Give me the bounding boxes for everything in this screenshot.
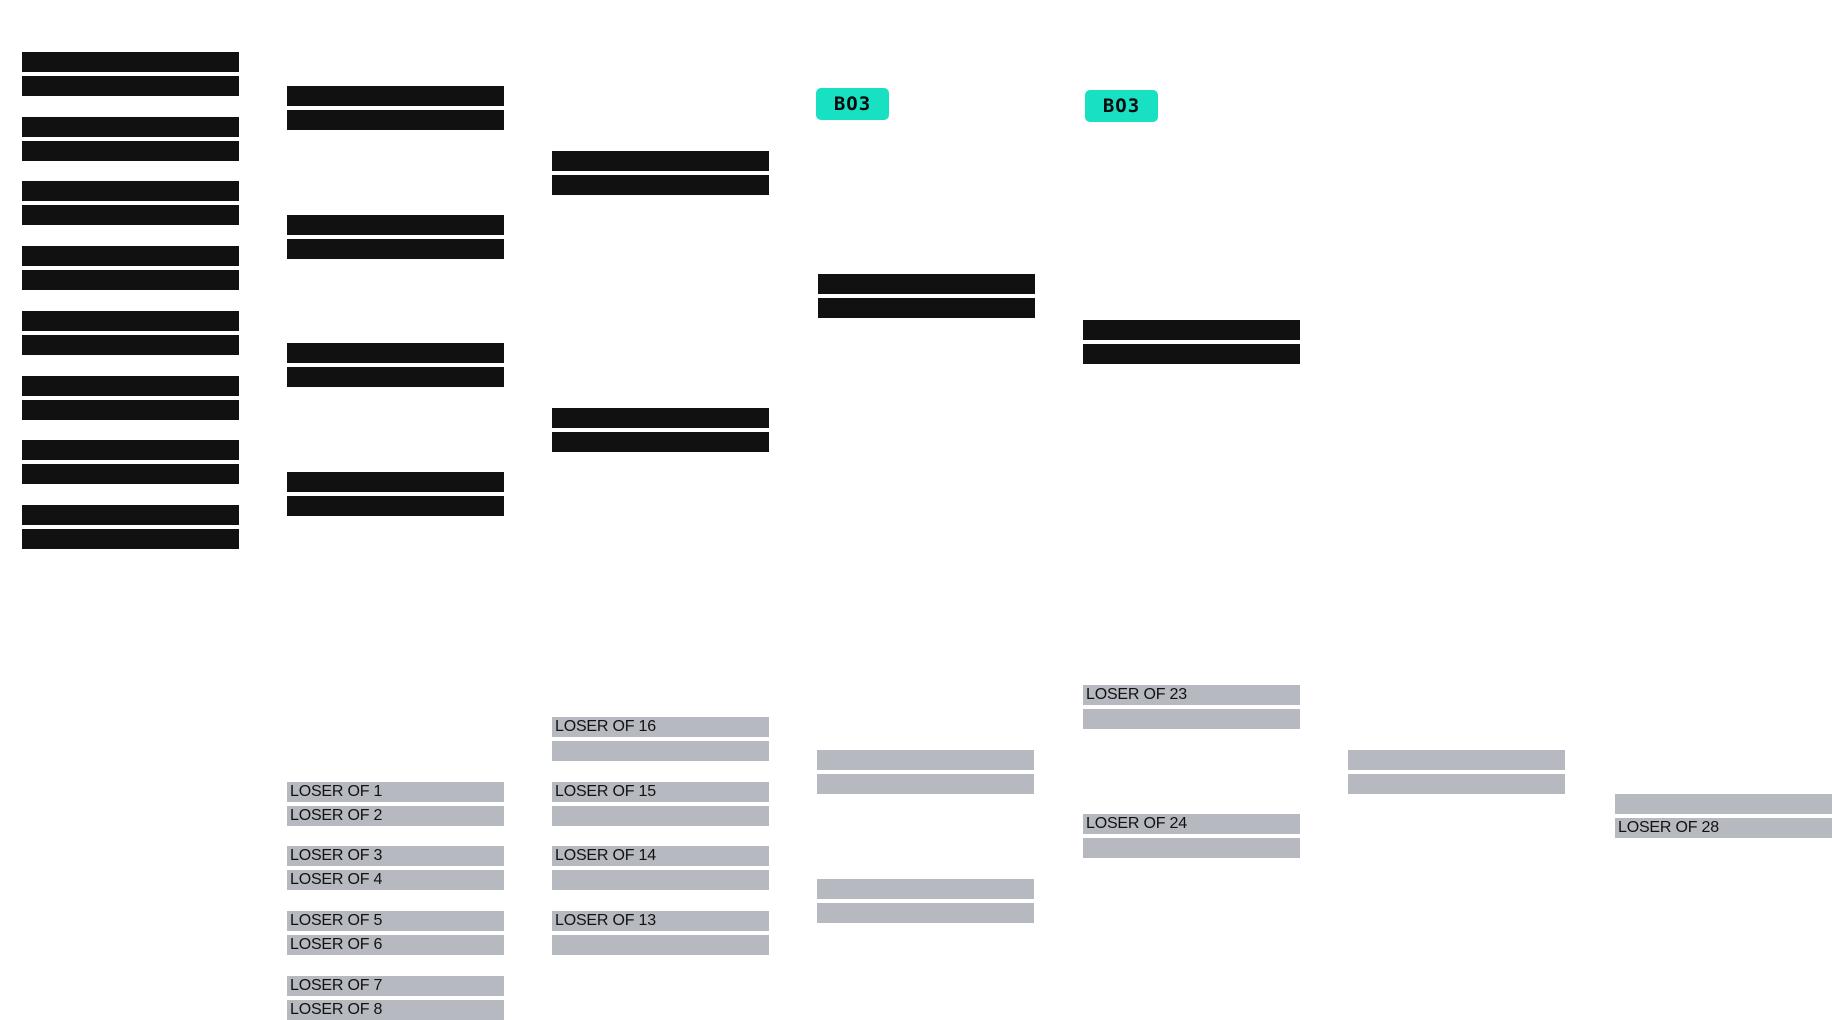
team-slot-bottom[interactable]: LOSER OF 4 (287, 870, 504, 890)
team-slot-bottom[interactable] (287, 367, 504, 387)
team-slot-bottom[interactable] (22, 529, 239, 549)
lower-r3-match-1[interactable] (817, 750, 1034, 794)
team-slot-bottom[interactable] (22, 335, 239, 355)
team-slot-top[interactable]: LOSER OF 15 (552, 782, 769, 802)
team-slot-bottom[interactable] (287, 496, 504, 516)
team-slot-bottom[interactable] (1083, 344, 1300, 364)
upper-r1-match-1[interactable] (22, 52, 239, 96)
upper-r2-match-2[interactable] (287, 215, 504, 259)
lower-r6-match-1[interactable]: LOSER OF 28 (1615, 794, 1832, 838)
team-slot-bottom[interactable]: LOSER OF 8 (287, 1000, 504, 1020)
team-slot-bottom[interactable] (552, 432, 769, 452)
upper-r1-match-8[interactable] (22, 505, 239, 549)
team-slot-top[interactable] (1348, 750, 1565, 770)
team-slot-top[interactable] (552, 151, 769, 171)
lower-r1-match-3[interactable]: LOSER OF 5 LOSER OF 6 (287, 911, 504, 955)
team-slot-bottom[interactable] (552, 175, 769, 195)
upper-r2-match-4[interactable] (287, 472, 504, 516)
team-slot-top[interactable] (287, 215, 504, 235)
team-slot-bottom[interactable] (817, 774, 1034, 794)
team-slot-bottom[interactable]: LOSER OF 28 (1615, 818, 1832, 838)
team-slot-top[interactable]: LOSER OF 3 (287, 846, 504, 866)
bo3-badge: BO3 (816, 88, 889, 120)
team-slot-top[interactable]: LOSER OF 5 (287, 911, 504, 931)
team-slot-bottom[interactable] (1348, 774, 1565, 794)
team-slot-top[interactable] (22, 246, 239, 266)
team-slot-top[interactable] (22, 52, 239, 72)
team-slot-top[interactable] (818, 274, 1035, 294)
team-slot-top[interactable] (22, 505, 239, 525)
team-slot-top[interactable]: LOSER OF 23 (1083, 685, 1300, 705)
lower-r4-match-1[interactable]: LOSER OF 23 (1083, 685, 1300, 729)
team-slot-top[interactable]: LOSER OF 1 (287, 782, 504, 802)
team-slot-bottom[interactable]: LOSER OF 2 (287, 806, 504, 826)
upper-r1-match-3[interactable] (22, 181, 239, 225)
upper-r2-match-3[interactable] (287, 343, 504, 387)
lower-r2-match-2[interactable]: LOSER OF 15 (552, 782, 769, 826)
team-slot-bottom[interactable] (22, 76, 239, 96)
team-slot-top[interactable] (552, 408, 769, 428)
team-slot-top[interactable] (22, 311, 239, 331)
upper-r3-match-2[interactable] (552, 408, 769, 452)
upper-r1-match-6[interactable] (22, 376, 239, 420)
team-slot-top[interactable]: LOSER OF 7 (287, 976, 504, 996)
upper-r2-match-1[interactable] (287, 86, 504, 130)
team-slot-bottom[interactable] (552, 806, 769, 826)
team-slot-top[interactable]: LOSER OF 13 (552, 911, 769, 931)
team-slot-top[interactable] (22, 376, 239, 396)
lower-r1-match-4[interactable]: LOSER OF 7 LOSER OF 8 (287, 976, 504, 1020)
team-slot-top[interactable]: LOSER OF 16 (552, 717, 769, 737)
team-slot-top[interactable] (1083, 320, 1300, 340)
team-slot-top[interactable]: LOSER OF 24 (1083, 814, 1300, 834)
lower-r5-match-1[interactable] (1348, 750, 1565, 794)
team-slot-bottom[interactable] (552, 935, 769, 955)
lower-r2-match-1[interactable]: LOSER OF 16 (552, 717, 769, 761)
lower-r2-match-3[interactable]: LOSER OF 14 (552, 846, 769, 890)
team-slot-top[interactable] (22, 181, 239, 201)
team-slot-bottom[interactable] (22, 270, 239, 290)
team-slot-bottom[interactable] (22, 400, 239, 420)
team-slot-top[interactable] (287, 343, 504, 363)
team-slot-top[interactable] (22, 440, 239, 460)
upper-r1-match-2[interactable] (22, 117, 239, 161)
team-slot-bottom[interactable] (552, 741, 769, 761)
team-slot-top[interactable] (22, 117, 239, 137)
team-slot-bottom[interactable] (1083, 838, 1300, 858)
team-slot-bottom[interactable] (817, 903, 1034, 923)
team-slot-top[interactable]: LOSER OF 14 (552, 846, 769, 866)
team-slot-bottom[interactable] (287, 110, 504, 130)
upper-r1-match-5[interactable] (22, 311, 239, 355)
team-slot-top[interactable] (817, 750, 1034, 770)
lower-r1-match-2[interactable]: LOSER OF 3 LOSER OF 4 (287, 846, 504, 890)
team-slot-top[interactable] (817, 879, 1034, 899)
team-slot-bottom[interactable] (22, 205, 239, 225)
team-slot-top[interactable] (287, 472, 504, 492)
upper-r4-match-1[interactable] (818, 274, 1035, 318)
team-slot-bottom[interactable] (818, 298, 1035, 318)
lower-r1-match-1[interactable]: LOSER OF 1 LOSER OF 2 (287, 782, 504, 826)
bo3-badge: BO3 (1085, 90, 1158, 122)
team-slot-top[interactable] (287, 86, 504, 106)
team-slot-top[interactable] (1615, 794, 1832, 814)
team-slot-bottom[interactable]: LOSER OF 6 (287, 935, 504, 955)
team-slot-bottom[interactable] (22, 141, 239, 161)
upper-r3-match-1[interactable] (552, 151, 769, 195)
upper-r1-match-4[interactable] (22, 246, 239, 290)
team-slot-bottom[interactable] (287, 239, 504, 259)
team-slot-bottom[interactable] (1083, 709, 1300, 729)
lower-r2-match-4[interactable]: LOSER OF 13 (552, 911, 769, 955)
lower-r3-match-2[interactable] (817, 879, 1034, 923)
upper-r5-match-1[interactable] (1083, 320, 1300, 364)
team-slot-bottom[interactable] (552, 870, 769, 890)
upper-r1-match-7[interactable] (22, 440, 239, 484)
team-slot-bottom[interactable] (22, 464, 239, 484)
lower-r4-match-2[interactable]: LOSER OF 24 (1083, 814, 1300, 858)
